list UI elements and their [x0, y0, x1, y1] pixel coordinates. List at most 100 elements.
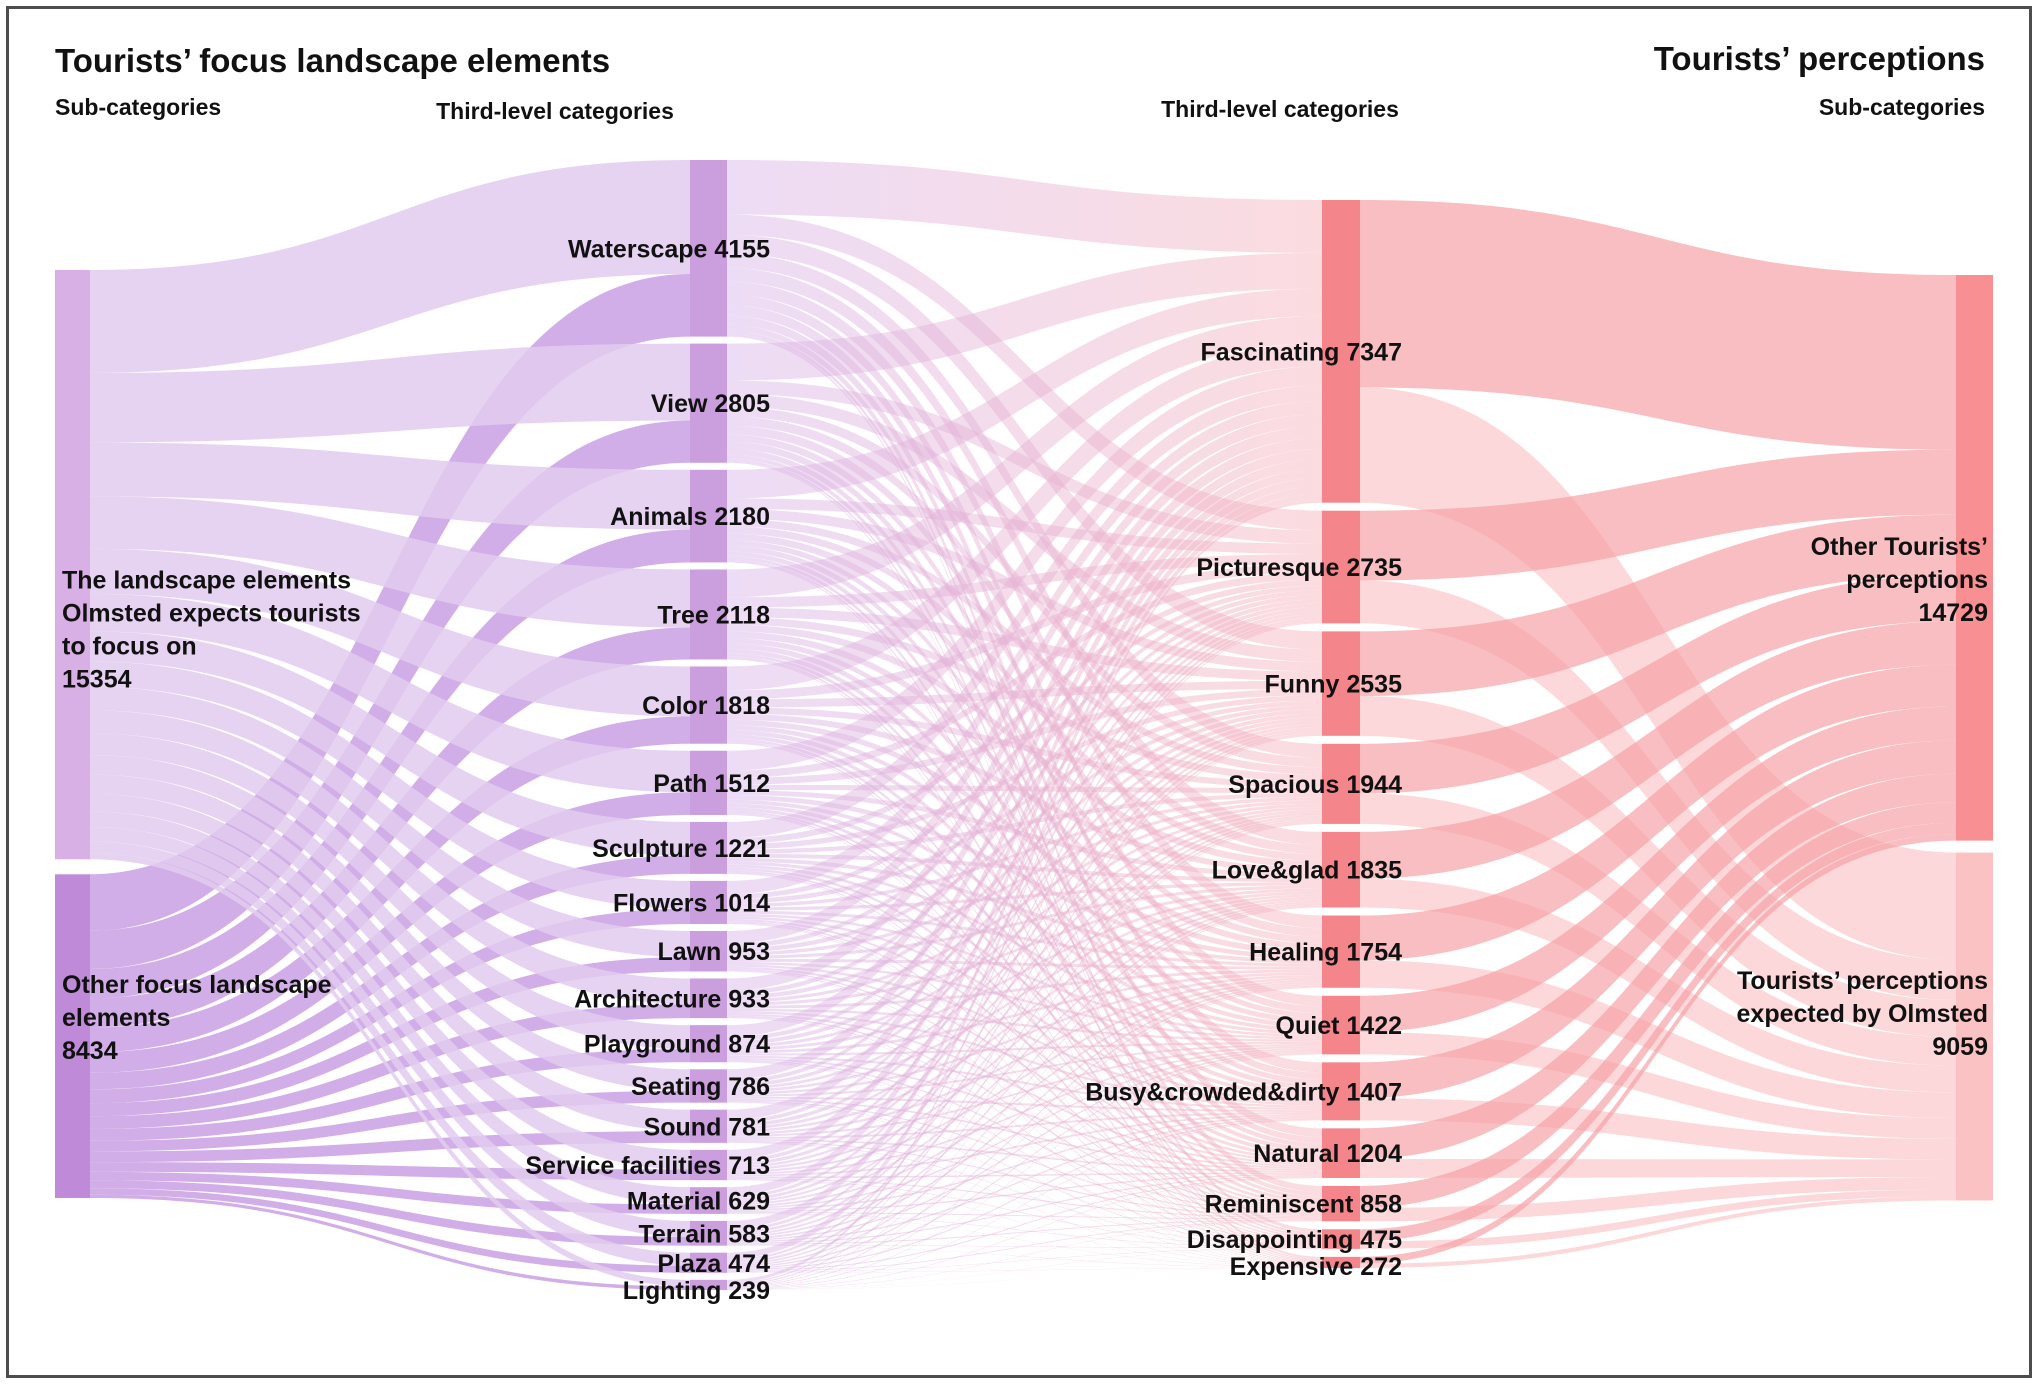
- flow-the-landscape-elements-to-lawn: [90, 686, 690, 958]
- flow-quiet-to-other-tourists: [1360, 706, 1956, 1033]
- node-label-natural: Natural 1204: [1253, 1140, 1402, 1168]
- flow-seating-to-busy-crowded-dirty: [727, 1096, 1322, 1113]
- right-subtitle: Sub-categories: [1818, 94, 1985, 120]
- flow-plaza-to-funny: [727, 732, 1322, 1264]
- flow-sound-to-love-glad: [727, 896, 1322, 1133]
- flow-color-to-expensive: [727, 742, 1322, 1264]
- flow-path-to-fascinating: [727, 366, 1322, 771]
- flow-seating-to-natural: [727, 1098, 1322, 1171]
- flow-the-landscape-elements-to-material: [90, 811, 690, 1205]
- flow-terrain-to-quiet: [727, 1051, 1322, 1242]
- flow-playground-to-quiet: [727, 1041, 1322, 1056]
- node-label-service-facilities: Service facilities 713: [525, 1152, 770, 1180]
- flow-sculpture-to-reminiscent: [727, 870, 1322, 1210]
- flow-waterscape-to-fascinating: [727, 160, 1322, 253]
- flow-lighting-to-disappointing: [727, 1248, 1322, 1290]
- node-label-terrain: Terrain 583: [638, 1220, 770, 1248]
- flow-sound-to-quiet: [727, 1045, 1322, 1137]
- node-other-tourists: [1956, 275, 1993, 841]
- flow-color-to-spacious: [727, 707, 1322, 788]
- flow-other-focus-landscape-to-playground: [90, 1049, 690, 1141]
- flow-lawn-to-quiet: [727, 961, 1322, 1040]
- node-other-focus-landscape: [55, 874, 90, 1198]
- flow-other-focus-landscape-to-service-facilities: [90, 1162, 690, 1181]
- flow-sound-to-fascinating: [727, 459, 1322, 1120]
- flow-other-focus-landscape-to-material: [90, 1171, 690, 1214]
- flow-animals-to-quiet: [727, 540, 1322, 1019]
- flow-the-landscape-elements-to-flowers: [90, 661, 690, 909]
- flow-sculpture-to-healing: [727, 857, 1322, 964]
- flow-architecture-to-healing: [727, 969, 1322, 1009]
- flow-material-to-funny: [727, 727, 1322, 1202]
- node-plaza: [690, 1252, 727, 1273]
- flow-other-focus-landscape-to-seating: [90, 1090, 690, 1152]
- flow-path-to-expensive: [727, 814, 1322, 1264]
- right-title: Tourists’ perceptions: [1653, 40, 1985, 77]
- node-label-flowers: Flowers 1014: [613, 889, 770, 917]
- node-tree: [690, 569, 727, 660]
- flow-playground-to-natural: [727, 1057, 1322, 1170]
- node-label-love-glad: Love&glad 1835: [1212, 857, 1402, 885]
- flow-plaza-to-picturesque: [727, 620, 1322, 1262]
- flow-terrain-to-love-glad: [727, 903, 1322, 1238]
- node-expensive: [1322, 1256, 1360, 1269]
- flow-material-to-natural: [727, 1173, 1322, 1213]
- flow-architecture-to-natural: [727, 1013, 1322, 1168]
- flow-architecture-to-fascinating: [727, 426, 1322, 991]
- left-subtitle: Sub-categories: [55, 94, 222, 120]
- node-spacious: [1322, 743, 1360, 824]
- flow-color-to-picturesque: [727, 564, 1322, 700]
- flow-plaza-to-love-glad: [727, 905, 1322, 1267]
- flow-service-facilities-to-reminiscent: [727, 1178, 1322, 1219]
- flow-terrain-to-fascinating: [727, 486, 1322, 1229]
- flow-service-facilities-to-picturesque: [727, 610, 1322, 1163]
- flow-healing-to-other-tourists: [1360, 664, 1956, 961]
- node-sculpture: [690, 821, 727, 874]
- flow-plaza-to-natural: [727, 1176, 1322, 1272]
- flow-tree-to-fascinating: [727, 316, 1322, 598]
- flow-disappointing-to-other-tourists: [1360, 822, 1956, 1242]
- flow-seating-to-love-glad: [727, 894, 1322, 1093]
- flow-sound-to-busy-crowded-dirty: [727, 1112, 1322, 1139]
- node-terrain: [690, 1220, 727, 1246]
- flow-architecture-to-picturesque: [727, 594, 1322, 996]
- flow-terrain-to-funny: [727, 730, 1322, 1235]
- node-fascinating: [1322, 200, 1360, 503]
- flow-plaza-to-disappointing: [727, 1248, 1322, 1273]
- node-label-architecture: Architecture 933: [574, 985, 770, 1013]
- node-healing: [1322, 915, 1360, 988]
- node-label-reminiscent: Reminiscent 858: [1205, 1191, 1402, 1219]
- flow-waterscape-to-love-glad: [727, 268, 1322, 846]
- flow-material-to-reminiscent: [727, 1212, 1322, 1220]
- node-the-landscape-elements: [55, 270, 90, 860]
- flow-the-landscape-elements-to-sound: [90, 774, 690, 1132]
- flow-lighting-to-quiet: [727, 1053, 1322, 1289]
- flow-view-to-reminiscent: [727, 454, 1322, 1197]
- flow-lawn-to-funny: [727, 705, 1322, 953]
- node-path: [690, 750, 727, 815]
- flow-spacious-to-other-tourists: [1360, 574, 1956, 794]
- flow-flowers-to-healing: [727, 910, 1322, 967]
- flow-terrain-to-disappointing: [727, 1244, 1322, 1249]
- flow-tree-to-natural: [727, 648, 1322, 1152]
- node-label-sound: Sound 781: [644, 1113, 771, 1141]
- node-label-healing: Healing 1754: [1249, 939, 1402, 967]
- flow-the-landscape-elements-to-sculpture: [90, 631, 690, 856]
- flow-playground-to-healing: [727, 972, 1322, 1054]
- flow-other-focus-landscape-to-sound: [90, 1131, 690, 1163]
- flow-plaza-to-busy-crowded-dirty: [727, 1118, 1322, 1271]
- flow-architecture-to-reminiscent: [727, 1015, 1322, 1214]
- node-label-playground: Playground 874: [584, 1031, 770, 1059]
- node-material: [690, 1187, 727, 1214]
- node-seating: [690, 1069, 727, 1103]
- flow-service-facilities-to-disappointing: [727, 1179, 1322, 1248]
- flow-architecture-to-quiet: [727, 1008, 1322, 1042]
- flow-other-focus-landscape-to-lighting: [90, 1194, 690, 1290]
- flow-seating-to-spacious: [727, 809, 1322, 1090]
- node-label-busy-crowded-dirty: Busy&crowded&dirty 1407: [1085, 1078, 1402, 1106]
- flow-material-to-picturesque: [727, 614, 1322, 1199]
- flow-lawn-to-love-glad: [727, 885, 1322, 959]
- node-architecture: [690, 978, 727, 1019]
